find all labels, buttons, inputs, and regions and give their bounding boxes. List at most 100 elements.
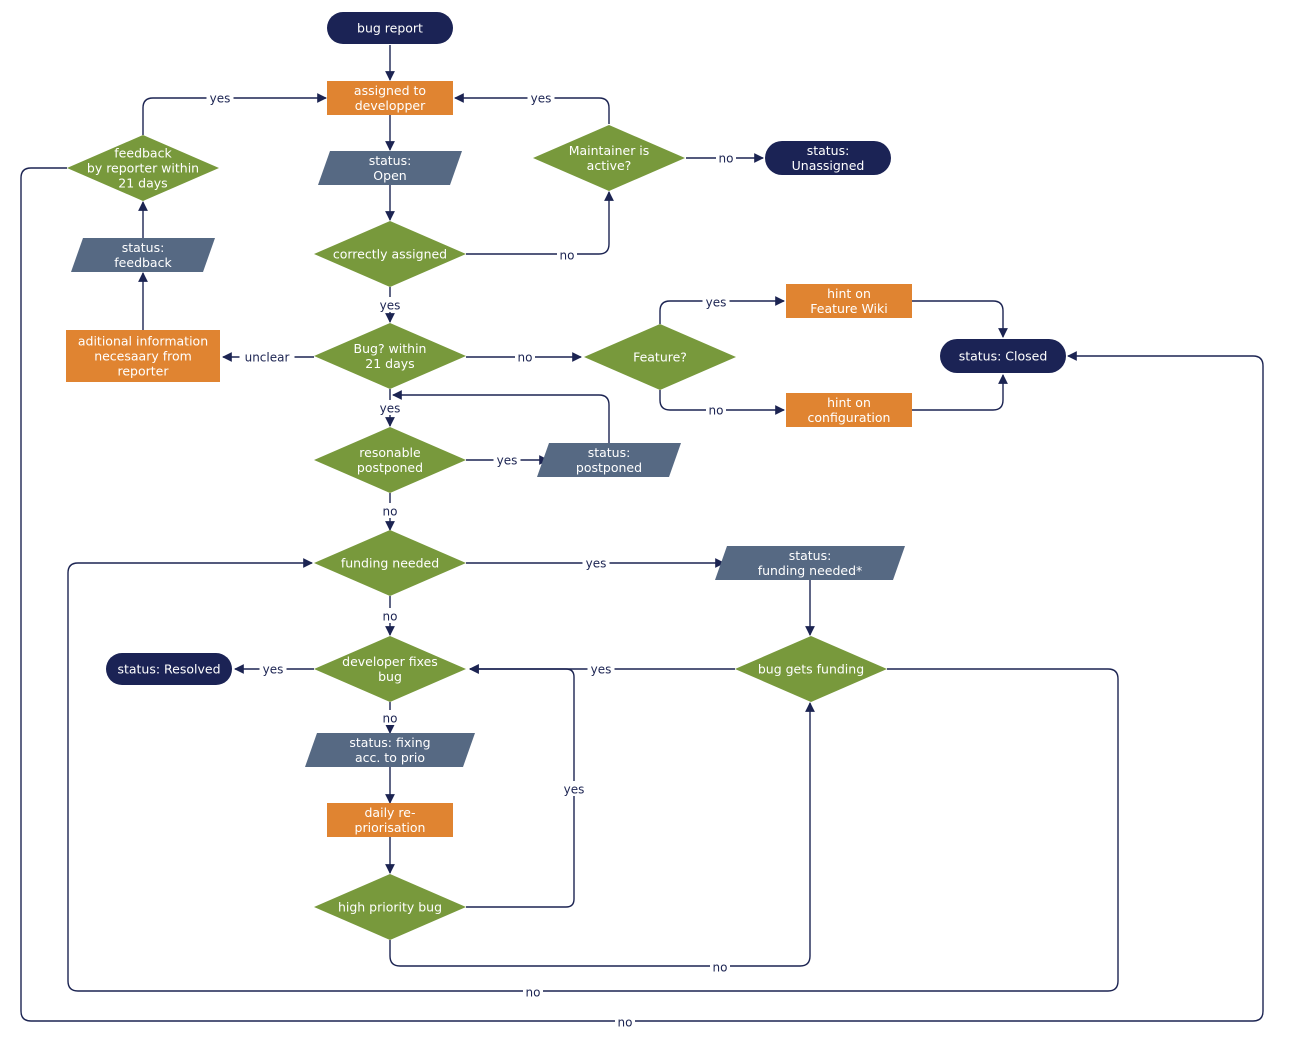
node-high-priority: high priority bug (314, 874, 466, 940)
node-funding-needed: funding needed (314, 530, 466, 596)
developer-fixes-label-line: bug (378, 669, 402, 684)
edge-label-no: no (518, 351, 533, 365)
status-postponed-label-line: status: (588, 445, 631, 460)
edge-label-background (710, 959, 730, 974)
edge-label-no: no (618, 1016, 633, 1030)
edge-label-yes: yes (531, 92, 552, 106)
correctly-assigned-decision-shape (314, 221, 466, 287)
edge-gets-funding-loop (67, 558, 1119, 992)
node-correctly-assigned: correctly assigned (314, 221, 466, 287)
edge-label-background (380, 710, 400, 725)
assigned-label-line: assigned to (354, 83, 426, 98)
hint-config-process-shape (786, 393, 912, 427)
hint-config-label-line: hint on (827, 395, 871, 410)
edge-label-yes: yes (586, 557, 607, 571)
edge-label-no: no (526, 986, 541, 1000)
feedback-21-label-line: 21 days (118, 176, 167, 191)
edge-high-developer (466, 664, 575, 908)
edge-high-gets (389, 702, 815, 967)
edge-feedback-assigned (142, 93, 327, 135)
edge-label-yes: yes (263, 663, 284, 677)
status-unassigned-label-line: status: (807, 143, 850, 158)
additional-info-label-line: reporter (117, 364, 169, 379)
edge-config-closed (912, 374, 1008, 411)
edge-label-background (587, 661, 615, 676)
reasonable-postponed-label-line: resonable (359, 445, 421, 460)
daily-reprio-process-shape (327, 803, 453, 837)
edge-label-no: no (560, 249, 575, 263)
feature-label-line: Feature? (633, 350, 687, 365)
feedback-21-label-line: feedback (114, 146, 172, 161)
edge-label-no: no (713, 961, 728, 975)
bug-within-decision-shape (314, 323, 466, 389)
status-funding-label-line: status: (789, 548, 832, 563)
node-status-open: status:Open (318, 151, 462, 185)
edge-label-no: no (383, 505, 398, 519)
assigned-label-line: developper (355, 98, 426, 113)
funding-needed-label-line: funding needed (341, 556, 439, 571)
bug-within-label-line: Bug? within (354, 341, 427, 356)
edge-label-background (560, 781, 588, 796)
bug-gets-funding-decision-shape (735, 636, 887, 702)
status-funding-label-line: funding needed* (758, 563, 863, 578)
reasonable-postponed-decision-shape (314, 427, 466, 493)
node-status-funding: status:funding needed* (715, 546, 905, 580)
high-priority-decision-shape (314, 874, 466, 940)
status-feedback-label-line: feedback (114, 255, 172, 270)
status-open-status-shape (318, 151, 462, 185)
edge-label-yes: yes (591, 663, 612, 677)
hint-config-label-line: configuration (808, 410, 891, 425)
edge-label-background (493, 452, 521, 467)
status-fixing-label-line: status: fixing (349, 735, 430, 750)
edge-label-yes: yes (497, 454, 518, 468)
daily-reprio-label-line: daily re- (365, 805, 416, 820)
edge-postponed-bug (392, 390, 610, 443)
developer-fixes-label-line: developer fixes (342, 654, 438, 669)
status-postponed-status-shape (537, 443, 681, 477)
node-daily-reprio: daily re-priorisation (327, 803, 453, 837)
node-status-closed: status: Closed (940, 339, 1066, 373)
edge-label-background (527, 90, 555, 105)
edge-label-yes: yes (210, 92, 231, 106)
additional-info-label-line: necesaary from (94, 349, 192, 364)
maintainer-active-label-line: active? (587, 158, 632, 173)
bug-report-terminal-shape (327, 12, 453, 44)
status-open-label-line: Open (373, 168, 406, 183)
node-bug-gets-funding: bug gets funding (735, 636, 887, 702)
edge-feedback-closed (20, 167, 1264, 1022)
edge-label-no: no (709, 404, 724, 418)
status-feedback-status-shape (71, 238, 215, 272)
edge-label-background (557, 247, 577, 262)
edge-label-background (515, 349, 535, 364)
edge-label-background (702, 294, 730, 309)
edge-label-yes: yes (564, 783, 585, 797)
status-closed-terminal-shape (940, 339, 1066, 373)
edge-label-no: no (383, 610, 398, 624)
status-fixing-label-line: acc. to prio (355, 750, 425, 765)
status-resolved-terminal-shape (106, 653, 232, 685)
status-unassigned-terminal-shape (765, 141, 891, 175)
node-bug-report: bug report (327, 12, 453, 44)
edge-label-background (376, 400, 404, 415)
developer-fixes-decision-shape (314, 636, 466, 702)
edge-label-background (523, 984, 543, 999)
feedback-21-label-line: by reporter within (87, 161, 199, 176)
edge-label-no: no (719, 152, 734, 166)
status-postponed-label-line: postponed (576, 460, 642, 475)
edge-label-yes: yes (380, 299, 401, 313)
node-status-resolved: status: Resolved (106, 653, 232, 685)
additional-info-process-shape (66, 330, 220, 382)
edge-label-unclear: unclear (245, 351, 290, 365)
node-status-feedback: status:feedback (71, 238, 215, 272)
assigned-process-shape (327, 81, 453, 115)
edge-feature-wiki (659, 296, 785, 324)
